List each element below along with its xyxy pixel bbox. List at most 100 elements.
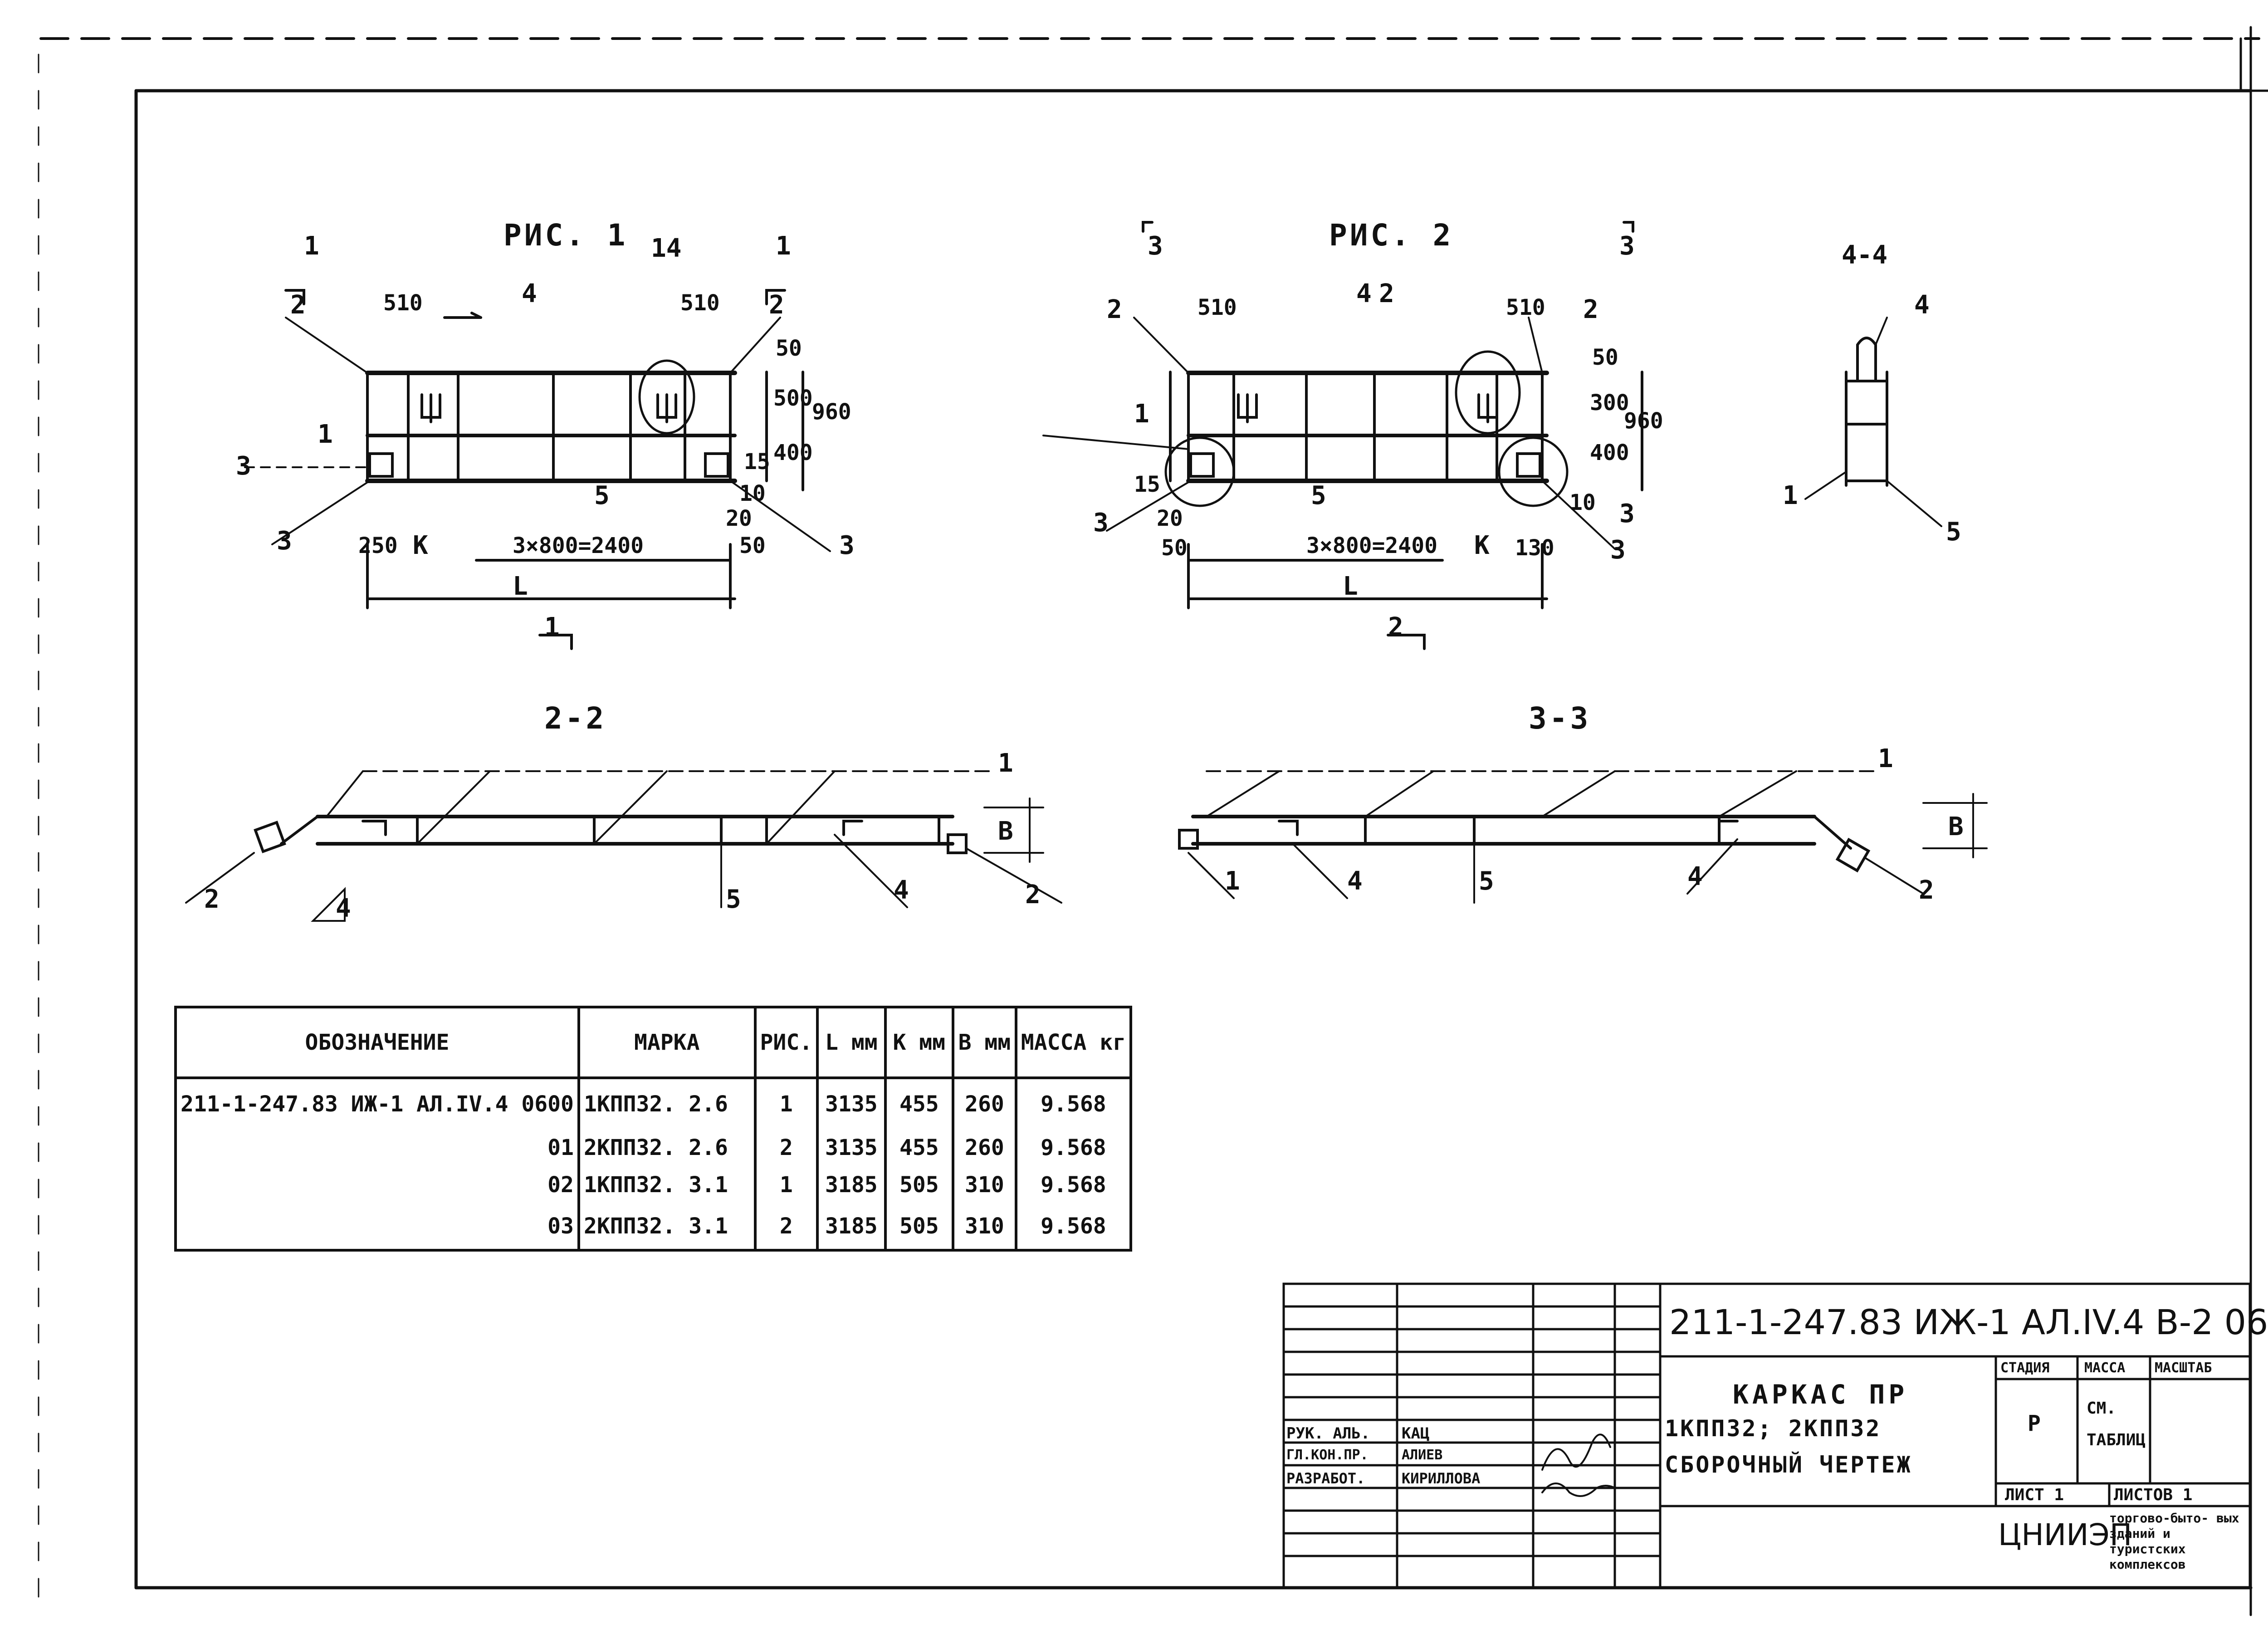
fig2-dim-20: 20 — [1157, 506, 1183, 531]
s33-pos-5: 5 — [1479, 866, 1494, 896]
fig2-pos-3-left: 3 — [1093, 508, 1109, 538]
section-3-3-title: 3-3 — [1529, 701, 1591, 736]
fig1-dim-10: 10 — [739, 481, 766, 506]
fig2-pos-3-right: 3 — [1619, 499, 1635, 528]
l-cell: 3185 — [816, 1203, 887, 1252]
mass-cell: 9.568 — [1014, 1166, 1133, 1203]
designation-cell: 02 — [174, 1166, 580, 1203]
col-K: К мм — [884, 1006, 955, 1079]
role-2: ГЛ.КОН.ПР. — [1286, 1447, 1369, 1463]
fig1-pos-5: 5 — [594, 481, 610, 510]
specification-table: ОБОЗНАЧЕНИЕ МАРКА РИС. L мм К мм В мм МА… — [174, 1006, 1133, 1252]
fig1-dim-50-bottom: 50 — [739, 533, 766, 558]
fig2-section-mark-left: 3 — [1148, 231, 1163, 261]
fig2-pos-1: 1 — [1134, 399, 1149, 429]
section-2-2-drawing — [185, 770, 1062, 922]
title-line-2: 1КПП32; 2КПП32 — [1665, 1415, 1882, 1442]
fig1-section-mark-bottom: 1 — [544, 612, 560, 642]
s33-pos-2: 2 — [1919, 876, 1934, 905]
k-cell: 455 — [884, 1078, 955, 1129]
fig2-title: РИС. 2 — [1329, 218, 1454, 253]
spec-header-row: ОБОЗНАЧЕНИЕ МАРКА РИС. L мм К мм В мм МА… — [174, 1006, 1133, 1079]
name-2: АЛИЕВ — [1402, 1447, 1443, 1463]
fig2-pos-2-left: 2 — [1107, 295, 1122, 324]
fig2-pos-3-far-right: 3 — [1610, 535, 1626, 565]
mark-cell: 1КПП32. 3.1 — [577, 1166, 757, 1203]
fig1-section-mark-left: 1 — [304, 231, 319, 261]
designation-cell: 03 — [174, 1203, 580, 1252]
table-row: 01 2КПП32. 2.6 2 3135 455 260 9.568 — [174, 1129, 1133, 1166]
fig2-dim-400: 400 — [1590, 440, 1629, 465]
fig1-dim-960: 960 — [812, 399, 851, 425]
col-mark: МАРКА — [577, 1006, 757, 1079]
mark-cell: 2КПП32. 3.1 — [577, 1203, 757, 1252]
fig44-pos-5: 5 — [1946, 517, 1961, 547]
fig1-pos-1: 1 — [318, 420, 333, 449]
mass-cell: 9.568 — [1014, 1078, 1133, 1129]
org-name: ЦНИИЭП — [1998, 1517, 2132, 1552]
s33-pos-1-left: 1 — [1225, 866, 1240, 896]
fig1-title: РИС. 1 — [503, 218, 628, 253]
s33-pos-4-left: 4 — [1347, 866, 1363, 896]
table-row: 211-1-247.83 ИЖ-1 АЛ.IV.4 0600 1КПП32. 2… — [174, 1078, 1133, 1129]
b-cell: 310 — [952, 1166, 1017, 1203]
col-fig: РИС. — [753, 1006, 819, 1079]
fig1-dim-K: К — [413, 531, 428, 560]
fig2-dim-span: 3×800=2400 — [1306, 533, 1437, 558]
fig1-dim-510-right: 510 — [680, 290, 720, 316]
title-line-3: СБОРОЧНЫЙ ЧЕРТЕЖ — [1665, 1452, 1912, 1478]
sheets-label: ЛИСТОВ 1 — [2114, 1486, 2193, 1504]
l-cell: 3185 — [816, 1166, 887, 1203]
fig2-dim-960: 960 — [1624, 408, 1663, 434]
section-2-2-title: 2-2 — [544, 701, 607, 736]
fig1-dim-250: 250 — [358, 533, 398, 558]
fig2-dim-300: 300 — [1590, 390, 1629, 416]
fig2-section-mark-right: 3 — [1619, 231, 1635, 261]
fig1-pos-2-left: 2 — [290, 290, 306, 320]
fig1-pos-14: 14 — [651, 234, 682, 263]
k-cell: 505 — [884, 1166, 955, 1203]
scale-header: МАСШТАБ — [2155, 1360, 2212, 1376]
role-3: РАЗРАБОТ. — [1286, 1470, 1365, 1487]
fig4-4-drawing — [1804, 317, 1942, 527]
s33-pos-1-top: 1 — [1878, 744, 1893, 773]
fig44-pos-4: 4 — [1914, 290, 1930, 320]
s22-pos-2-left: 2 — [204, 885, 220, 914]
title-line-1: КАРКАС ПР — [1733, 1379, 1908, 1410]
fig1-dim-L: L — [513, 572, 528, 601]
fig2-section-mark-bottom: 2 — [1388, 612, 1403, 642]
l-cell: 3135 — [816, 1078, 887, 1129]
fig2-drawing — [1042, 221, 1643, 650]
mark-cell: 2КПП32. 2.6 — [577, 1129, 757, 1166]
mass-cell: 9.568 — [1014, 1129, 1133, 1166]
doc-code: 211-1-247.83 ИЖ-1 АЛ.IV.4 В-2 0600 СБ — [1669, 1302, 2268, 1342]
mark-cell: 1КПП32. 2.6 — [577, 1078, 757, 1129]
s33-pos-4-right: 4 — [1687, 862, 1703, 891]
fig2-pos-5: 5 — [1311, 481, 1326, 510]
fig1-pos-3-top: 3 — [236, 451, 251, 481]
table-row: 02 1КПП32. 3.1 1 3185 505 310 9.568 — [174, 1166, 1133, 1203]
fig2-dim-510-left: 510 — [1198, 295, 1237, 320]
k-cell: 505 — [884, 1203, 955, 1252]
fig2-dim-K: К — [1474, 531, 1490, 560]
s22-pos-4-left: 4 — [336, 894, 351, 923]
fig1-dim-span: 3×800=2400 — [513, 533, 644, 558]
k-cell: 455 — [884, 1129, 955, 1166]
s22-dim-B: В — [998, 817, 1013, 846]
fig1-dim-400: 400 — [773, 440, 813, 465]
s22-pos-1: 1 — [998, 749, 1013, 778]
col-L: L мм — [816, 1006, 887, 1079]
b-cell: 310 — [952, 1203, 1017, 1252]
section-3-3-drawing — [1178, 770, 1988, 904]
col-mass: МАССА кг — [1014, 1006, 1133, 1079]
fig2-dim-130: 130 — [1515, 535, 1554, 561]
s22-pos-2-right: 2 — [1025, 880, 1041, 910]
role-1: РУК. АЛЬ. — [1286, 1424, 1370, 1443]
fig1-dim-15: 15 — [744, 449, 770, 475]
b-cell: 260 — [952, 1129, 1017, 1166]
col-designation: ОБОЗНАЧЕНИЕ — [174, 1006, 580, 1079]
fig1-dim-20: 20 — [726, 506, 752, 531]
fig-cell: 1 — [753, 1078, 819, 1129]
fig2-dim-50: 50 — [1592, 345, 1618, 370]
